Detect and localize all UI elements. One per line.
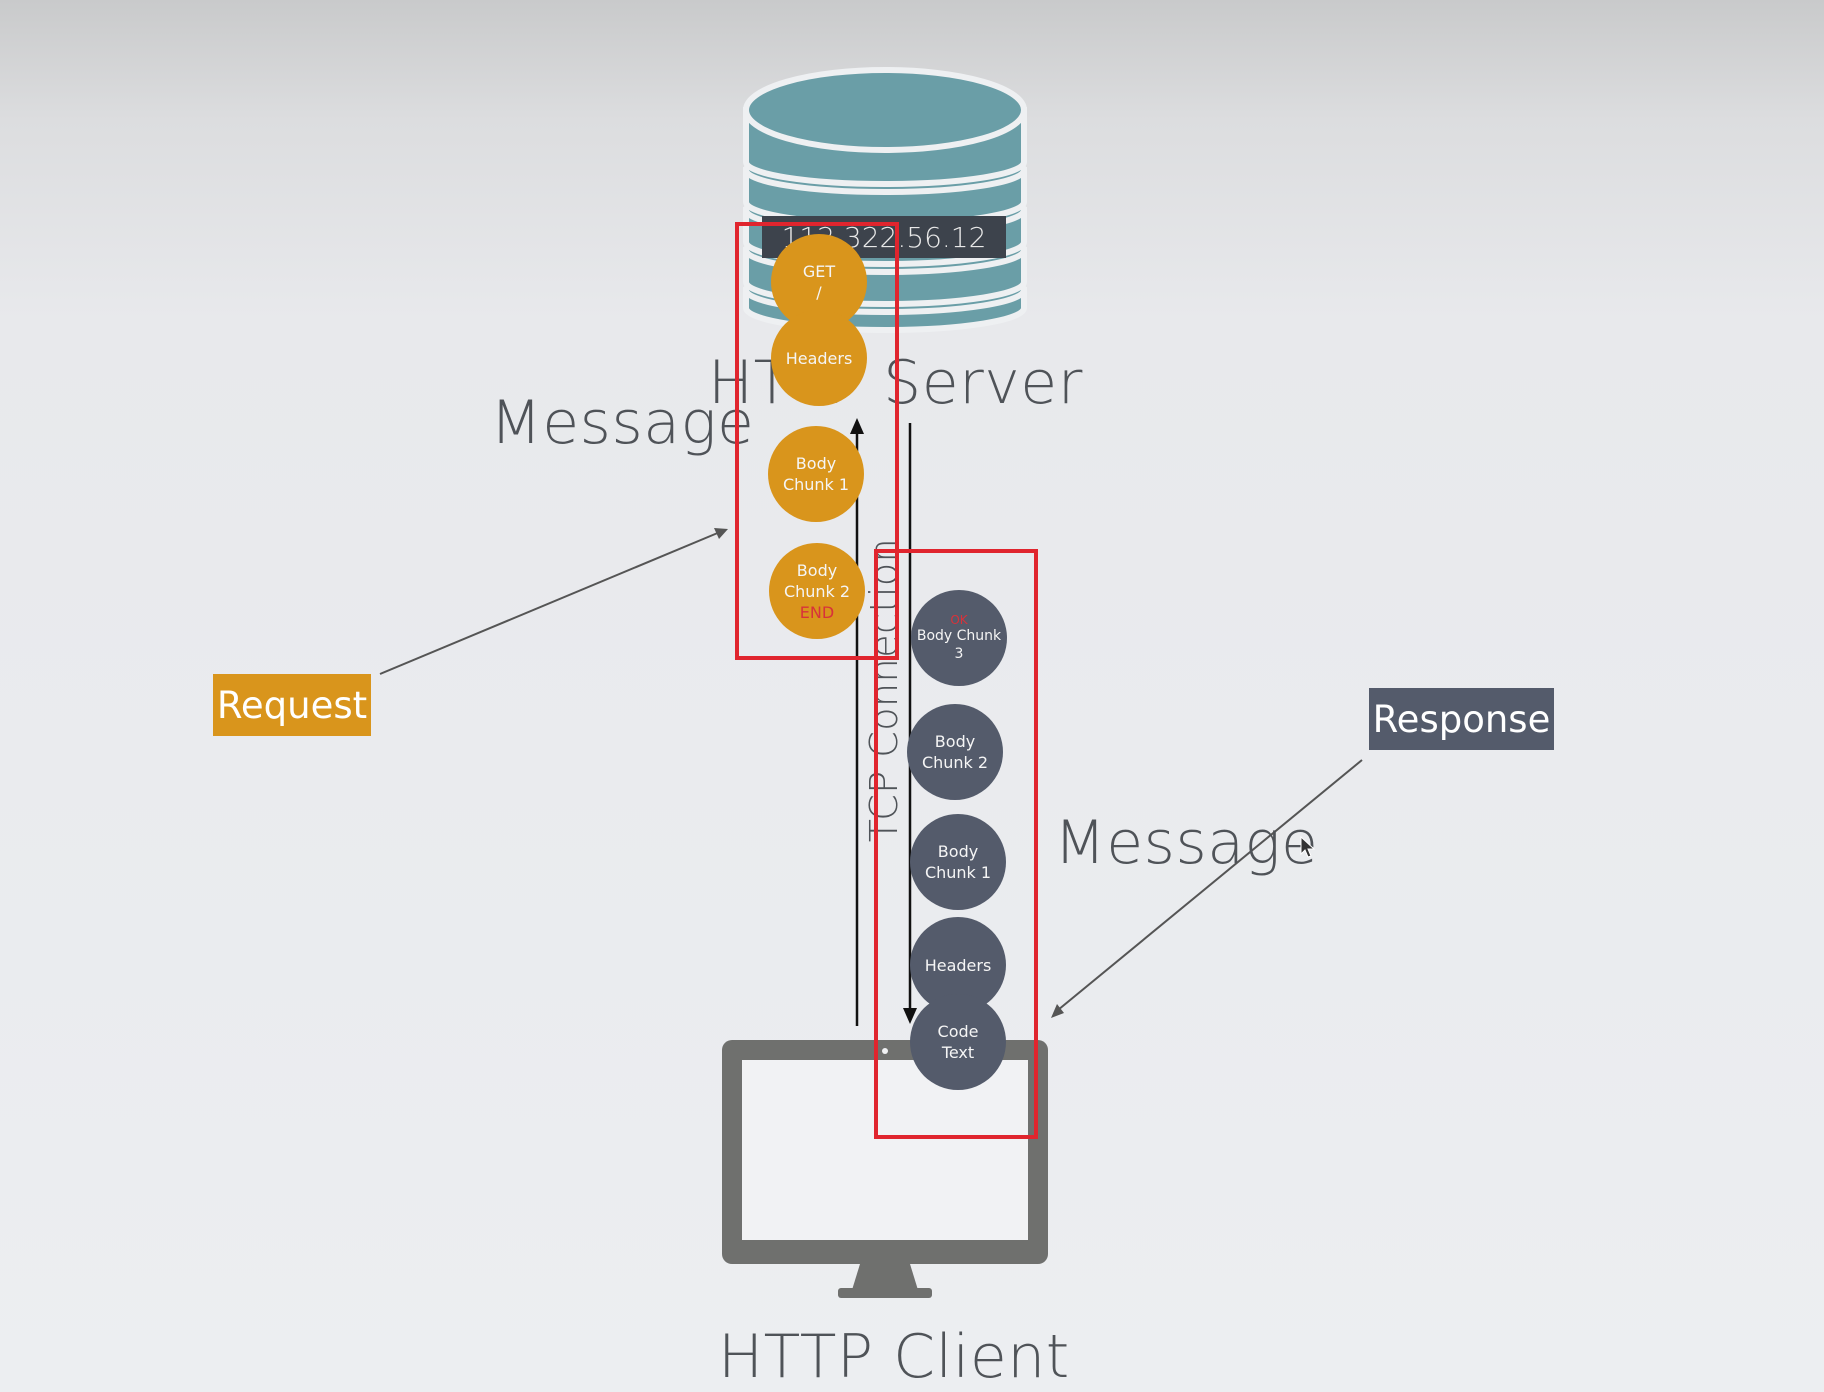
request-message-label: Message	[490, 388, 755, 458]
response-chip-body-2: Body Chunk 2	[907, 704, 1003, 800]
request-highlight-box	[735, 222, 899, 660]
request-chip-body-1-line2: Chunk 1	[782, 475, 850, 494]
response-pointer-arrowhead	[1051, 1004, 1064, 1018]
client-title: HTTP Client	[718, 1322, 1070, 1392]
response-chip-headers-line1: Headers	[924, 955, 992, 975]
response-highlight-box	[874, 549, 1038, 1139]
response-chip-code-text-line2: Text	[941, 1043, 975, 1062]
request-pointer-line	[379, 531, 721, 675]
downstream-arrowhead	[903, 1008, 917, 1024]
request-chip-headers-line1: Headers	[785, 348, 853, 368]
request-tag: Request	[213, 674, 371, 736]
response-chip-body-1-line1: Body	[937, 842, 979, 861]
response-tag: Response	[1369, 688, 1554, 750]
response-chip-body-3-line2: 3	[954, 646, 964, 662]
monitor-icon	[722, 1040, 1048, 1298]
request-chip-body-2-end: END	[799, 602, 835, 622]
request-chip-body-2: Body Chunk 2 END	[769, 543, 865, 639]
request-chip-get-line1: GET	[802, 262, 836, 281]
response-pointer-line	[1057, 759, 1363, 1011]
mouse-cursor-icon	[1300, 836, 1316, 858]
request-chip-body-1-line1: Body	[795, 454, 837, 473]
response-tag-text: Response	[1372, 697, 1551, 741]
response-chip-body-1-line2: Chunk 1	[924, 863, 992, 882]
upstream-arrowhead	[850, 418, 864, 434]
response-chip-body-1: Body Chunk 1	[910, 814, 1006, 910]
request-tag-text: Request	[216, 683, 368, 727]
response-chip-body-3: OK Body Chunk 3	[911, 590, 1007, 686]
response-message-label: Message	[1054, 808, 1319, 878]
response-chip-code-text-line1: Code	[937, 1022, 979, 1041]
request-chip-body-2-line2: Chunk 2	[783, 581, 851, 601]
response-chip-body-3-ok: OK	[950, 613, 968, 627]
request-chip-body-1: Body Chunk 1	[768, 426, 864, 522]
request-pointer-arrowhead	[714, 528, 728, 539]
response-chip-body-3-line1: Body Chunk	[916, 628, 1002, 644]
response-chip-body-2-line1: Body	[934, 732, 976, 751]
request-chip-body-2-line1: Body	[796, 560, 838, 580]
request-chip-headers: Headers	[771, 310, 867, 406]
response-chip-code-text: Code Text	[910, 994, 1006, 1090]
response-chip-body-2-line2: Chunk 2	[921, 753, 989, 772]
request-chip-get-line2: /	[816, 283, 822, 302]
